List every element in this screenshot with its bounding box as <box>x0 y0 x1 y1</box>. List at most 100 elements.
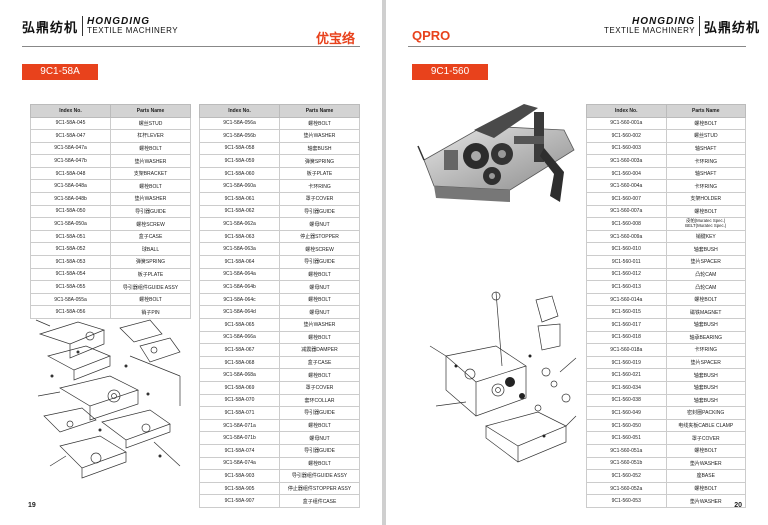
parts-name-cell: 停止器STOPPER <box>279 229 360 244</box>
parts-name-cell: 卡环RING <box>279 179 360 194</box>
index-cell: 9C1-560-019 <box>586 355 667 370</box>
index-cell: 9C1-58A-058 <box>199 141 280 156</box>
parts-name-cell: 导引器GUIDE <box>279 406 360 420</box>
spine <box>382 0 386 525</box>
parts-name-cell: 盒子CASE <box>279 355 360 370</box>
index-cell: 9C1-560-021 <box>586 368 667 382</box>
index-cell: 9C1-58A-064c <box>199 292 280 307</box>
parts-name-cell: 板子PLATE <box>110 267 191 282</box>
index-cell: 9C1-58A-055a <box>30 292 111 307</box>
index-cell: 9C1-58A-069 <box>199 380 280 395</box>
index-cell: 9C1-58A-048b <box>30 192 111 206</box>
parts-name-cell: 螺栓BOLT <box>665 292 746 307</box>
parts-name-cell: 螺栓BOLT <box>279 418 360 433</box>
parts-name-cell: 支架HOLDER <box>665 192 746 206</box>
parts-name-cell: 磁铁MAGNET <box>665 305 746 319</box>
index-cell: 9C1-58A-071 <box>199 406 280 420</box>
col-parts: Parts Name <box>665 104 746 118</box>
index-cell: 9C1-560-009a <box>586 229 667 244</box>
left-page: 弘鼎纺机 HONGDING TEXTILE MACHINERY 优宝络 9C1-… <box>0 0 382 525</box>
parts-name-cell: 螺栓BOLT <box>279 368 360 382</box>
col-index: Index No. <box>199 104 280 118</box>
parts-name-cell: 螺栓BOLT <box>279 456 360 471</box>
brand-chinese: 弘鼎纺机 <box>704 20 761 36</box>
parts-name-cell: 螺栓SCREW <box>279 242 360 257</box>
index-cell: 9C1-58A-054 <box>30 267 111 282</box>
parts-name-cell: 销键KEY <box>665 229 746 244</box>
parts-name-cell: 轴承BEARING <box>665 330 746 345</box>
parts-name-cell: 皮帕(Muratec Spec.)BELT(Muratec Spec.) <box>665 217 746 231</box>
col-index: Index No. <box>30 104 111 118</box>
parts-name-cell: 轴SHAFT <box>665 141 746 156</box>
parts-name-cell: 螺栓BOLT <box>665 443 746 458</box>
parts-name-cell: 垫片WASHER <box>279 129 360 143</box>
parts-name-cell: 轴套BUSH <box>665 393 746 408</box>
index-cell: 9C1-58A-074a <box>199 456 280 471</box>
parts-name-cell: 垫片WASHER <box>665 456 746 471</box>
exploded-diagram-right <box>429 291 577 463</box>
parts-name-cell: 罩子COVER <box>279 380 360 395</box>
product-title-left: 优宝络 <box>316 31 356 46</box>
parts-name-cell: 杠杆LEVER <box>110 129 191 143</box>
parts-name-cell: 螺栓BOLT <box>110 141 191 156</box>
index-cell: 9C1-58A-063 <box>199 229 280 244</box>
index-cell: 9C1-58A-056a <box>199 116 280 131</box>
index-cell: 9C1-58A-045 <box>30 116 111 131</box>
parts-name-cell: 轴套BUSH <box>665 318 746 332</box>
parts-name-cell: 轴套BUSH <box>665 380 746 395</box>
col-index: Index No. <box>586 104 667 118</box>
brand-logo-left: 弘鼎纺机 HONGDING TEXTILE MACHINERY <box>22 16 178 36</box>
parts-name-cell: 螺丝STUD <box>665 129 746 143</box>
parts-name-cell: 垫片WASHER <box>665 494 746 508</box>
index-cell: 9C1-58A-055 <box>30 280 111 294</box>
index-cell: 9C1-560-002 <box>586 129 667 143</box>
parts-name-cell: 螺栓BOLT <box>279 267 360 282</box>
parts-name-cell: 板子PLATE <box>279 166 360 181</box>
index-cell: 9C1-58A-060 <box>199 166 280 181</box>
brand-english-2: TEXTILE MACHINERY <box>87 26 179 35</box>
parts-name-cell: 螺栓BOLT <box>279 116 360 131</box>
parts-name-cell: 减震器DAMPER <box>279 343 360 357</box>
index-cell: 9C1-58A-907 <box>199 494 280 508</box>
parts-name-cell: 盒子CASE <box>110 229 191 244</box>
parts-name-cell: 螺母NUT <box>279 280 360 294</box>
index-cell: 9C1-58A-056b <box>199 129 280 143</box>
index-cell: 9C1-560-053 <box>586 494 667 508</box>
index-cell: 9C1-58A-060a <box>199 179 280 194</box>
parts-name-cell: 螺栓BOLT <box>665 204 746 219</box>
parts-name-cell: 导引器组件GUIDE ASSY <box>279 469 360 483</box>
parts-name-cell: 轴套BUSH <box>665 242 746 257</box>
index-cell: 9C1-560-004a <box>586 179 667 194</box>
index-cell: 9C1-58A-062a <box>199 217 280 231</box>
index-cell: 9C1-58A-056 <box>30 305 111 319</box>
page-number-left: 19 <box>28 502 36 509</box>
parts-name-cell: 座BASE <box>665 469 746 483</box>
